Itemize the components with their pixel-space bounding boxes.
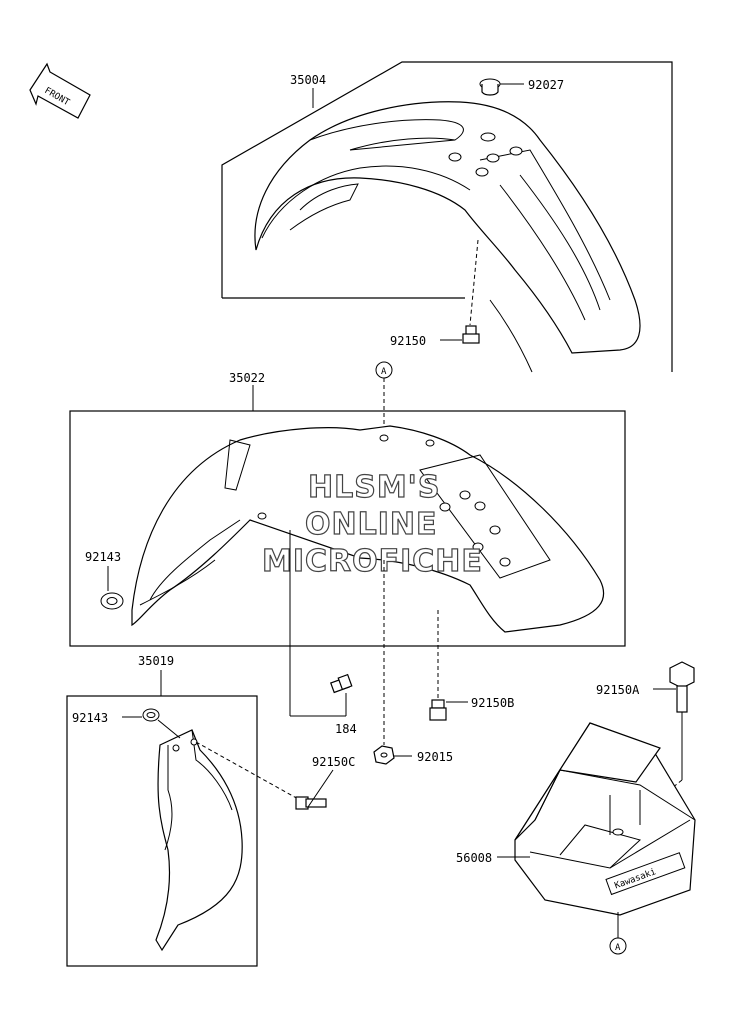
front-fender-group: 35004	[221, 61, 673, 373]
rear-fender[interactable]	[131, 425, 605, 633]
bolt-92150[interactable]: 92150	[390, 239, 480, 348]
callout-92150c: 92150C	[312, 755, 355, 769]
collar-92143-b[interactable]: 92143	[72, 708, 181, 739]
mud-flap[interactable]	[155, 729, 243, 952]
watermark-line1: HLSM'S	[308, 470, 440, 505]
reference-a-bottom: A	[609, 912, 627, 955]
watermark: HLSM'S ONLINE MICROFICHE	[261, 469, 483, 579]
callout-92143-a: 92143	[85, 550, 121, 564]
bolt-184[interactable]: 184	[289, 530, 357, 736]
grommet-92027[interactable]: 92027	[479, 78, 564, 96]
callout-35022: 35022	[229, 371, 265, 385]
tool-box[interactable]: Kawasaki 56008	[456, 722, 696, 916]
callout-56008: 56008	[456, 851, 492, 865]
callout-35019: 35019	[138, 654, 174, 668]
bolt-92150c[interactable]: 92150C	[295, 755, 355, 810]
watermark-line2: ONLINE	[305, 507, 438, 542]
callout-a-top: A	[381, 367, 387, 377]
front-fender[interactable]	[254, 101, 641, 354]
mud-flap-group: 35019	[66, 654, 301, 967]
front-arrow-icon: FRONT	[29, 62, 91, 119]
callout-92143-b: 92143	[72, 711, 108, 725]
callout-35004: 35004	[290, 73, 326, 87]
rear-fender-group: 35022 A	[69, 361, 626, 647]
callout-a-bottom: A	[615, 943, 621, 953]
nut-92015[interactable]: 92015	[373, 560, 453, 765]
callout-92015: 92015	[417, 750, 453, 764]
bolt-92150b[interactable]: 92150B	[429, 610, 514, 721]
watermark-line3: MICROFICHE	[262, 544, 483, 579]
bolt-92150a[interactable]: 92150A	[596, 661, 695, 831]
callout-184: 184	[335, 722, 357, 736]
callout-92150: 92150	[390, 334, 426, 348]
collar-92143-a[interactable]: 92143	[85, 550, 124, 610]
callout-92150b: 92150B	[471, 696, 514, 710]
callout-92027: 92027	[528, 78, 564, 92]
callout-92150a: 92150A	[596, 683, 640, 697]
